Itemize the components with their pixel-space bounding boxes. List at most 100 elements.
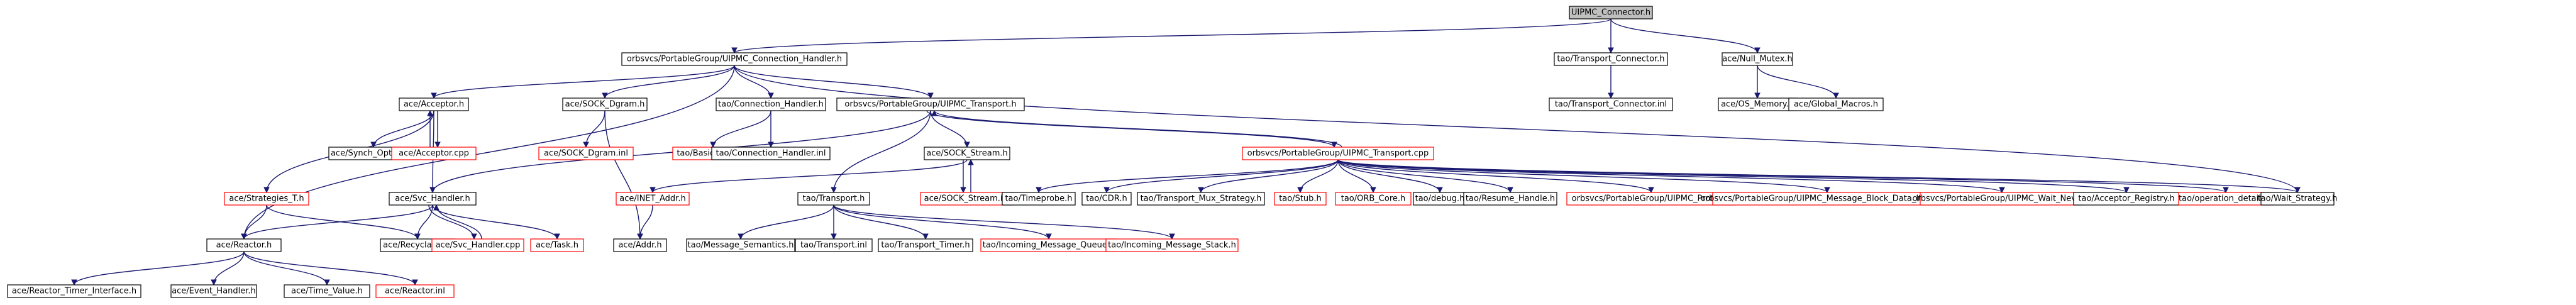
node-label: ace/Strategies_T.h (229, 194, 304, 204)
edge-n1-to-n35 (734, 65, 2298, 193)
node-ace-inet-addr-h[interactable]: ace/INET_Addr.h (616, 192, 690, 206)
node-tao-transport-h[interactable]: tao/Transport.h (797, 192, 870, 206)
arrowhead-n17-to-n35 (2294, 187, 2301, 194)
node-ace-global-macros-h[interactable]: ace/Global_Macros.h (1788, 97, 1884, 111)
arrowhead-n17-to-n24 (1103, 187, 1110, 194)
node-ace-null-mutex-h[interactable]: ace/Null_Mutex.h (1722, 52, 1793, 66)
edge-n8-to-n40 (604, 110, 641, 240)
node-ace-sock-dgram-h[interactable]: ace/SOCK_Dgram.h (562, 97, 648, 111)
node-ace-addr-h[interactable]: ace/Addr.h (613, 238, 667, 252)
node-box (375, 284, 455, 298)
node-label: UIPMC_Connector.h (1571, 8, 1650, 18)
node-tao-transport-connector-h[interactable]: tao/Transport_Connector.h (1554, 52, 1668, 66)
node-ace-event-handler-h[interactable]: ace/Event_Handler.h (170, 284, 257, 298)
node-label: ace/Null_Mutex.h (1722, 55, 1793, 64)
arrowhead-n17-to-n10 (931, 109, 937, 116)
arrowhead-n21-to-n43 (922, 233, 929, 240)
node-orbsvcs-portablegroup-uipmc-message-block-data-iterator-h[interactable]: orbsvcs/PortableGroup/UIPMC_Message_Bloc… (1701, 192, 1954, 206)
node-ace-time-value-h[interactable]: ace/Time_Value.h (284, 284, 370, 298)
node-ace-acceptor-cpp[interactable]: ace/Acceptor.cpp (391, 147, 477, 160)
node-orbsvcs-portablegroup-uipmc-profile-h[interactable]: orbsvcs/PortableGroup/UIPMC_Profile.h (1566, 192, 1736, 206)
node-orbsvcs-portablegroup-uipmc-transport-h[interactable]: orbsvcs/PortableGroup/UIPMC_Transport.h (836, 97, 1025, 111)
node-label: orbsvcs/PortableGroup/UIPMC_Transport.h (844, 100, 1016, 109)
node-ace-reactor-inl[interactable]: ace/Reactor.inl (375, 284, 455, 298)
edge-n21-to-n45 (833, 204, 1173, 240)
node-uipmc-connector-h[interactable]: UIPMC_Connector.h (1569, 6, 1653, 19)
node-tao-orb-core-h[interactable]: tao/ORB_Core.h (1335, 192, 1412, 206)
node-ace-svc-handler-h[interactable]: ace/Svc_Handler.h (389, 192, 477, 206)
edge-n1-to-n10 (734, 65, 931, 99)
node-tao-transport-connector-inl[interactable]: tao/Transport_Connector.inl (1549, 97, 1673, 111)
node-tao-acceptor-registry-h[interactable]: tao/Acceptor_Registry.h (2073, 192, 2180, 206)
arrowhead-n8-to-n13 (583, 141, 589, 148)
node-tao-operation-details-h[interactable]: tao/operation_details.h (2178, 192, 2274, 206)
node-box (224, 192, 309, 206)
node-ace-acceptor-h[interactable]: ace/Acceptor.h (399, 97, 469, 111)
node-tao-resume-handle-h[interactable]: tao/Resume_Handle.h (1463, 192, 1557, 206)
edge-n21-to-n41 (740, 204, 834, 240)
node-orbsvcs-portablegroup-uipmc-wait-never-h[interactable]: orbsvcs/PortableGroup/UIPMC_Wait_Never.h (1913, 192, 2092, 206)
edge-n21-to-n44 (833, 204, 1049, 240)
node-ace-task-h[interactable]: ace/Task.h (530, 238, 584, 252)
node-orbsvcs-portablegroup-uipmc-connection-handler-h[interactable]: orbsvcs/PortableGroup/UIPMC_Connection_H… (621, 52, 848, 66)
edge-n17-to-n35 (1337, 159, 2298, 193)
node-label: orbsvcs/PortableGroup/UIPMC_Wait_Never.h (1913, 194, 2092, 204)
arrowhead-n3-to-n5 (1754, 92, 1761, 99)
edge-n1-to-n9 (734, 65, 771, 99)
arrowhead-n21-to-n44 (1046, 233, 1052, 240)
edge-n21-to-n43 (833, 204, 926, 240)
edge-n17-to-n10 (934, 110, 1342, 148)
node-tao-timeprobe-h[interactable]: tao/Timeprobe.h (1002, 192, 1076, 206)
node-label: ace/Time_Value.h (291, 287, 363, 296)
node-ace-reactor-h[interactable]: ace/Reactor.h (206, 238, 282, 252)
edge-n18-to-n36 (243, 204, 267, 240)
node-label: tao/Transport_Timer.h (881, 241, 970, 250)
node-box (1549, 97, 1673, 111)
node-ace-sock-stream-inl[interactable]: ace/SOCK_Stream.inl (920, 192, 1014, 206)
node-tao-connection-handler-inl[interactable]: tao/Connection_Handler.inl (711, 147, 831, 160)
edge-n17-to-n32 (1337, 159, 2003, 193)
edge-n17-to-n34 (1337, 159, 2226, 193)
arrowhead-n36-to-n46 (71, 279, 77, 286)
edge-n17-to-n31 (1337, 159, 1828, 193)
node-ace-strategies-t-h[interactable]: ace/Strategies_T.h (224, 192, 309, 206)
edge-n1-to-n7 (433, 65, 735, 99)
node-tao-message-semantics-h[interactable]: tao/Message_Semantics.h (686, 238, 795, 252)
edge-n1-to-n8 (604, 65, 735, 99)
node-ace-os-memory-h[interactable]: ace/OS_Memory.h (1718, 97, 1797, 111)
node-tao-debug-h[interactable]: tao/debug.h (1413, 192, 1467, 206)
node-tao-stub-h[interactable]: tao/Stub.h (1274, 192, 1327, 206)
node-tao-transport-inl[interactable]: tao/Transport.inl (795, 238, 873, 252)
node-ace-sock-dgram-inl[interactable]: ace/SOCK_Dgram.inl (538, 147, 634, 160)
node-label: ace/SOCK_Stream.h (926, 149, 1008, 158)
edge-n36-to-n49 (243, 251, 416, 286)
node-label: ace/SOCK_Stream.inl (924, 194, 1010, 204)
node-box (1569, 6, 1653, 19)
node-ace-svc-handler-cpp[interactable]: ace/Svc_Handler.cpp (431, 238, 524, 252)
node-ace-sock-stream-h[interactable]: ace/SOCK_Stream.h (924, 147, 1010, 160)
arrowhead-n17-to-n27 (1370, 187, 1376, 194)
node-ace-reactor-timer-interface-h[interactable]: ace/Reactor_Timer_Interface.h (7, 284, 141, 298)
node-box (1242, 147, 1434, 160)
node-label: tao/Wait_Strategy.h (2258, 194, 2338, 204)
node-label: tao/Connection_Handler.h (718, 100, 824, 109)
arrowhead-n17-to-n26 (1297, 187, 1303, 194)
node-tao-connection-handler-h[interactable]: tao/Connection_Handler.h (716, 97, 826, 111)
node-tao-transport-mux-strategy-h[interactable]: tao/Transport_Mux_Strategy.h (1137, 192, 1265, 206)
node-tao-incoming-message-stack-h[interactable]: tao/Incoming_Message_Stack.h (1105, 238, 1239, 252)
node-label: tao/Message_Semantics.h (688, 241, 794, 250)
node-tao-wait-strategy-h[interactable]: tao/Wait_Strategy.h (2258, 192, 2338, 206)
arrowhead-n9-to-n14 (710, 141, 716, 148)
node-box (389, 192, 477, 206)
edge-n17-to-n29 (1337, 159, 1511, 193)
node-label: ace/Svc_Handler.cpp (436, 241, 521, 250)
node-tao-incoming-message-queue-h[interactable]: tao/Incoming_Message_Queue.h (980, 238, 1117, 252)
node-tao-cdr-h[interactable]: tao/CDR.h (1081, 192, 1132, 206)
node-box (616, 192, 690, 206)
node-label: ace/Reactor.inl (385, 287, 445, 296)
node-tao-transport-timer-h[interactable]: tao/Transport_Timer.h (878, 238, 973, 252)
node-label: tao/Transport_Connector.h (1557, 55, 1664, 64)
node-orbsvcs-portablegroup-uipmc-transport-cpp[interactable]: orbsvcs/PortableGroup/UIPMC_Transport.cp… (1242, 147, 1434, 160)
node-label: orbsvcs/PortableGroup/UIPMC_Profile.h (1572, 194, 1731, 204)
